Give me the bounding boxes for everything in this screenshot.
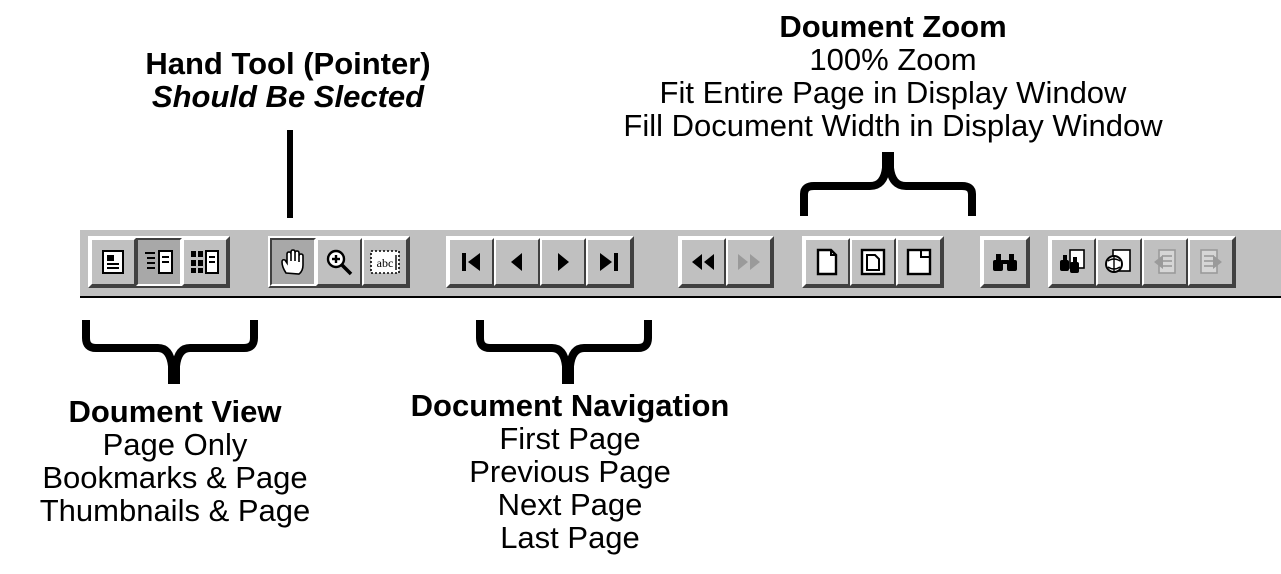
hand-icon	[281, 249, 304, 275]
fit-width-button[interactable]	[896, 238, 942, 286]
next-highlight-icon	[1200, 249, 1222, 274]
view-item-page-only: Page Only	[102, 427, 248, 462]
history-button-group	[678, 236, 774, 288]
navigation-label: Document Navigation First Page Previous …	[370, 389, 770, 554]
first-page-icon	[462, 253, 480, 271]
thumbnails-page-button[interactable]	[182, 238, 228, 286]
zoom-button-group	[802, 236, 944, 288]
previous-page-icon	[511, 253, 522, 271]
hand-tool-button[interactable]	[270, 238, 316, 286]
fit-page-icon	[860, 248, 886, 276]
zoom-tool-button[interactable]	[316, 238, 362, 286]
view-label: Doument View Page Only Bookmarks & Page …	[0, 395, 350, 527]
first-page-button[interactable]	[448, 238, 494, 286]
web-links-icon	[1105, 249, 1131, 273]
actual-size-button[interactable]	[804, 238, 850, 286]
tool-button-group: abc	[268, 236, 410, 288]
last-page-button[interactable]	[586, 238, 632, 286]
acrobat-toolbar: abc	[80, 228, 1281, 298]
view-brace	[82, 320, 258, 384]
view-button-group	[88, 236, 230, 288]
last-page-icon	[600, 253, 618, 271]
hand-tool-pointer-line	[287, 130, 293, 218]
actual-size-icon	[816, 248, 838, 276]
zoom-item-fit-width: Fill Document Width in Display Window	[623, 108, 1163, 143]
search-button[interactable]	[1050, 238, 1096, 286]
zoom-brace	[800, 152, 976, 216]
view-item-thumbnails: Thumbnails & Page	[39, 493, 311, 528]
zoom-item-fit-page: Fit Entire Page in Display Window	[659, 75, 1127, 110]
fit-width-icon	[906, 248, 932, 276]
zoom-title: Doument Zoom	[779, 9, 1007, 44]
extra-button-group	[1048, 236, 1236, 288]
web-links-button[interactable]	[1096, 238, 1142, 286]
find-button[interactable]	[982, 238, 1028, 286]
zoom-in-icon	[326, 249, 353, 276]
go-forward-icon	[738, 254, 760, 270]
go-forward-button[interactable]	[726, 238, 772, 286]
go-back-icon	[692, 254, 714, 270]
navigation-item-last: Last Page	[500, 520, 640, 555]
bookmarks-page-icon	[145, 250, 173, 274]
hand-tool-label: Hand Tool (Pointer) Should Be Slected	[118, 47, 458, 113]
zoom-label: Doument Zoom 100% Zoom Fit Entire Page i…	[548, 10, 1238, 142]
svg-text:abc: abc	[377, 256, 394, 270]
hand-tool-title: Hand Tool (Pointer)	[145, 46, 431, 81]
navigation-brace	[476, 320, 652, 384]
text-select-button[interactable]: abc	[362, 238, 408, 286]
zoom-item-100: 100% Zoom	[809, 42, 977, 77]
next-page-button[interactable]	[540, 238, 586, 286]
previous-highlight-button[interactable]	[1142, 238, 1188, 286]
view-title: Doument View	[68, 394, 282, 429]
page-only-icon	[102, 250, 124, 274]
previous-highlight-icon	[1154, 249, 1176, 274]
next-page-icon	[558, 253, 569, 271]
bookmarks-page-button[interactable]	[136, 238, 182, 286]
navigation-item-first: First Page	[499, 421, 641, 456]
fit-page-button[interactable]	[850, 238, 896, 286]
view-item-bookmarks: Bookmarks & Page	[42, 460, 308, 495]
previous-page-button[interactable]	[494, 238, 540, 286]
navigation-item-previous: Previous Page	[469, 454, 671, 489]
next-highlight-button[interactable]	[1188, 238, 1234, 286]
thumbnails-page-icon	[191, 250, 219, 274]
text-select-icon: abc	[370, 250, 400, 274]
navigation-item-next: Next Page	[497, 487, 643, 522]
find-button-group	[980, 236, 1030, 288]
go-back-button[interactable]	[680, 238, 726, 286]
search-icon	[1060, 249, 1085, 273]
navigation-button-group	[446, 236, 634, 288]
find-icon	[993, 254, 1017, 271]
page-only-button[interactable]	[90, 238, 136, 286]
navigation-title: Document Navigation	[410, 388, 730, 423]
hand-tool-note: Should Be Slected	[151, 79, 425, 114]
